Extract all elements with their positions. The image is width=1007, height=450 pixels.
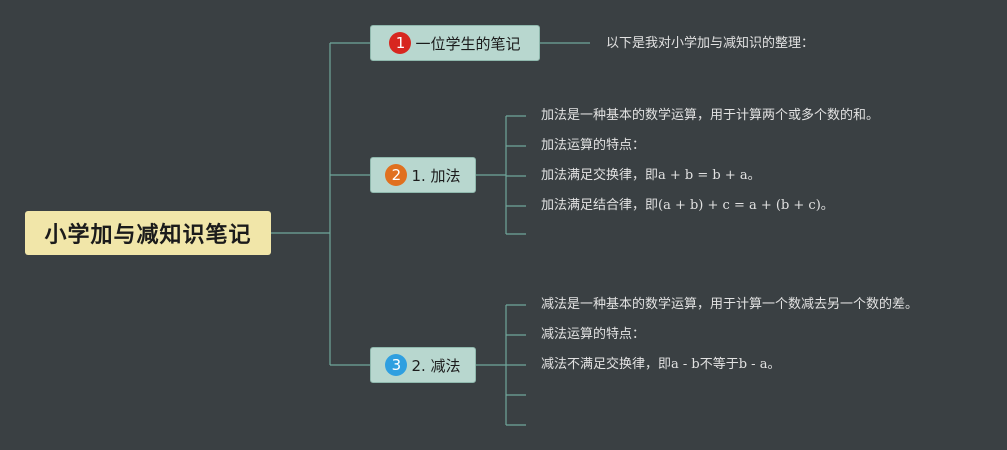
number-3-circle-icon: 3	[385, 354, 408, 376]
leaf-addition-associative[interactable]: 加法满足结合律，即(a + b) + c = a + (b + c)。	[541, 198, 834, 213]
branch-label: 1. 加法	[411, 166, 461, 185]
leaf-subtraction-not-commutative[interactable]: 减法不满足交换律，即a - b不等于b - a。	[541, 357, 781, 372]
leaf-subtraction-definition[interactable]: 减法是一种基本的数学运算，用于计算一个数减去另一个数的差。	[541, 297, 919, 312]
leaf-addition-definition[interactable]: 加法是一种基本的数学运算，用于计算两个或多个数的和。	[541, 108, 880, 123]
branch-node-subtraction[interactable]: 3 2. 减法	[370, 347, 476, 383]
leaf-addition-features[interactable]: 加法运算的特点：	[541, 138, 646, 153]
root-node[interactable]: 小学加与减知识笔记	[25, 211, 271, 255]
leaf-intro[interactable]: 以下是我对小学加与减知识的整理：	[606, 36, 815, 51]
root-title: 小学加与减知识笔记	[44, 223, 252, 248]
branch-label: 一位学生的笔记	[415, 34, 521, 53]
number-1-circle-icon: 1	[389, 32, 412, 54]
leaf-addition-commutative[interactable]: 加法满足交换律，即a + b = b + a。	[541, 168, 761, 183]
branch-node-student-notes[interactable]: 1 一位学生的笔记	[370, 25, 540, 61]
branch-label: 2. 减法	[411, 356, 461, 375]
branch-node-addition[interactable]: 2 1. 加法	[370, 157, 476, 193]
leaf-subtraction-features[interactable]: 减法运算的特点：	[541, 327, 646, 342]
number-2-circle-icon: 2	[385, 164, 408, 186]
